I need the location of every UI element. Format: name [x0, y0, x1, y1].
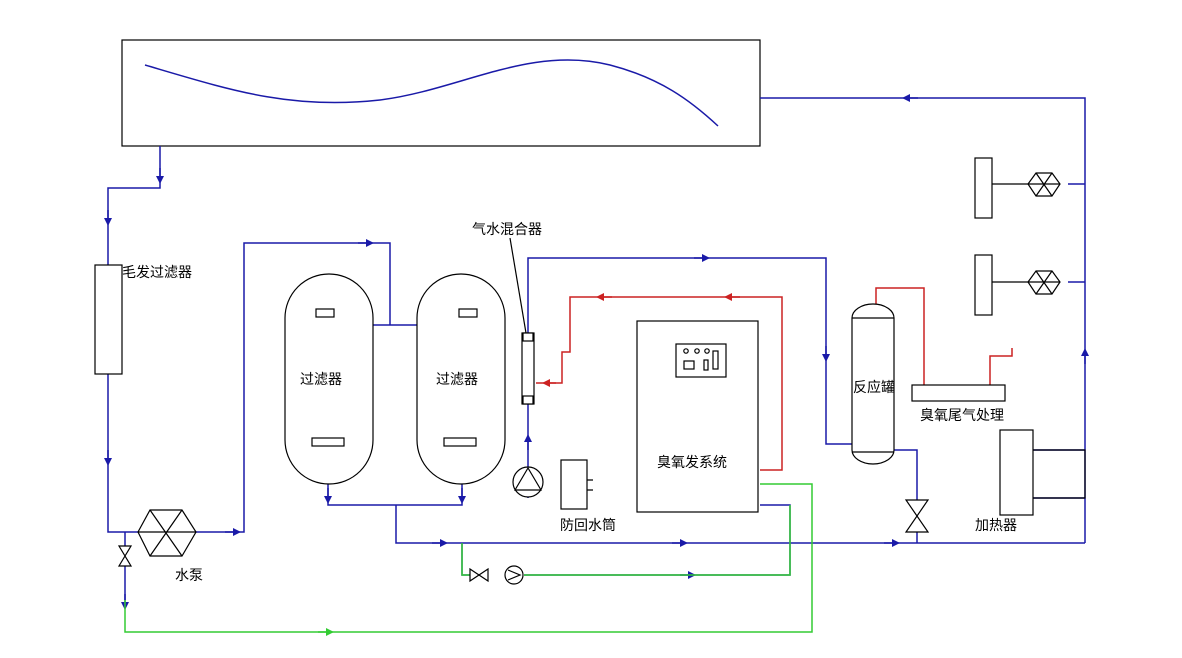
pool [121, 39, 761, 147]
filter-tank-2 [416, 273, 506, 485]
tail-gas-label: 臭氧尾气处理 [920, 408, 1004, 424]
water-pump-label: 水泵 [175, 568, 203, 584]
ozone-flow-arrows [542, 293, 740, 387]
pipe-hair-filter-to-pump [107, 373, 138, 533]
pipe-tail-gas-exhaust [989, 348, 1013, 385]
pipe-cooling-bypass [461, 505, 791, 576]
pipe-cooling-loop [124, 483, 813, 633]
pipe-main-return [395, 505, 1085, 544]
pipe-ozone-supply [536, 296, 783, 471]
ozone-pipes [536, 287, 1013, 471]
tail-gas-unit [911, 384, 1006, 402]
bypass-pump [504, 565, 524, 585]
cooling-pipes [124, 483, 813, 633]
backflow-cylinder-label: 防回水筒 [560, 517, 616, 534]
dosing-unit-1 [974, 157, 1061, 219]
pool-water-wave [144, 59, 719, 127]
water-flow-arrows [104, 94, 1089, 610]
hair-filter-label: 毛发过滤器 [122, 265, 192, 281]
drain-valve [117, 545, 133, 567]
pipe-bypass [461, 543, 470, 576]
filter-tank-2-label: 过滤器 [436, 372, 478, 388]
reactor-tank [851, 303, 895, 465]
reactor-outlet-valve [904, 499, 930, 533]
booster-pump [512, 466, 544, 498]
water-pump [137, 509, 197, 557]
pipe-mixer-to-reactor [527, 257, 876, 445]
hair-filter [94, 264, 123, 375]
dosing-unit-2 [974, 254, 1061, 316]
ozone-generator-cabinet [636, 320, 759, 513]
reactor-label: 反应罐 [853, 379, 895, 396]
bypass-valve [469, 567, 489, 583]
ozone-generator-label: 臭氧发系统 [657, 455, 727, 471]
pipe-return-to-pool [760, 97, 1086, 543]
pipe-reactor-vent [875, 287, 925, 385]
gas-water-mixer [509, 237, 535, 405]
filter-tank-1-label: 过滤器 [300, 372, 342, 388]
pipe-pool-outlet [107, 146, 161, 266]
heater [999, 429, 1086, 516]
backflow-cylinder [560, 459, 593, 510]
heater-label: 加热器 [975, 518, 1017, 534]
pipe-bypass-2 [524, 504, 791, 576]
filter-tank-1 [284, 273, 374, 485]
gas-water-mixer-label: 气水混合器 [472, 222, 542, 238]
